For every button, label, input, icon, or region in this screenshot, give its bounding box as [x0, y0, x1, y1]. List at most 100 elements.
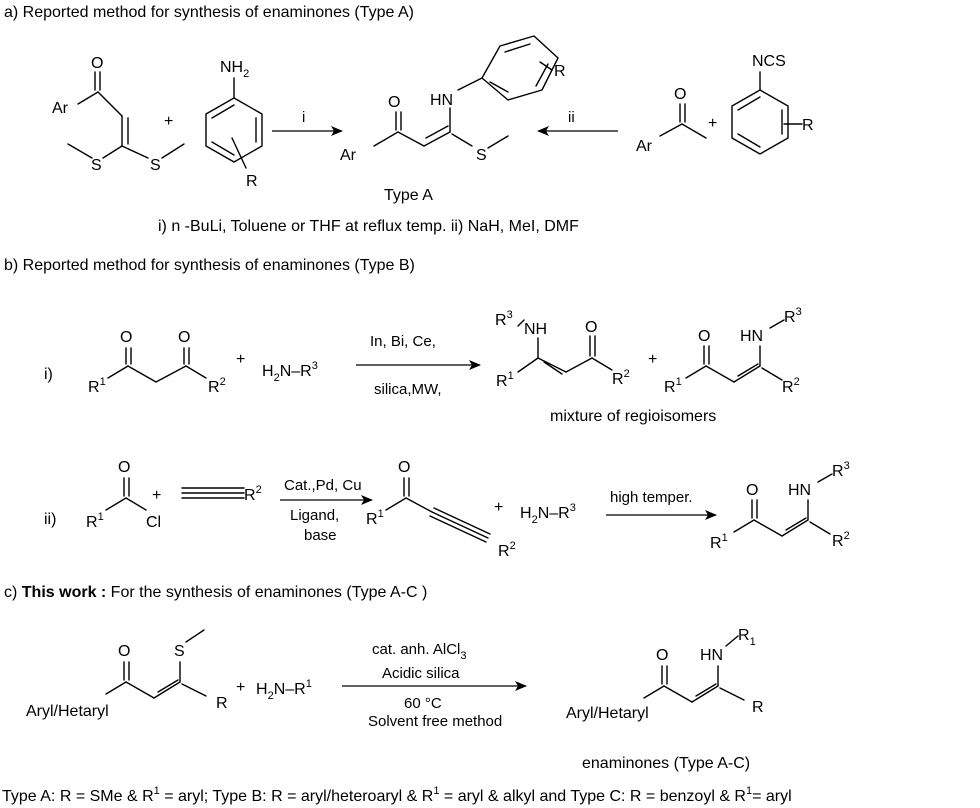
atom-s: S [150, 157, 161, 174]
product-label-type-ac: enaminones (Type A-C) [582, 755, 750, 772]
atom-hn: HN [430, 92, 453, 109]
ketene-dithioacetal: O Ar S S [52, 55, 185, 174]
atom-o: O [120, 329, 132, 346]
atom-ar: Ar [340, 147, 357, 164]
cond-i-bottom: silica,MW, [374, 381, 442, 398]
atom-o: O [698, 328, 710, 345]
group-r2: R2 [832, 530, 850, 550]
atom-o: O [118, 459, 130, 476]
plus-sign: + [494, 499, 503, 516]
atom-o: O [388, 94, 400, 111]
plus-sign: + [648, 351, 657, 368]
atom-o: O [746, 482, 758, 499]
cond-ii-mid: Ligand, [290, 507, 339, 524]
group-r2: R2 [498, 540, 516, 560]
group-r1: R1 [738, 627, 756, 648]
cond-solvent-free: Solvent free method [368, 713, 502, 730]
cond-ii-top: Cat.,Pd, Cu [284, 477, 362, 494]
atom-o: O [118, 643, 130, 660]
footer-definitions: Type A: R = SMe & R1 = aryl; Type B: R =… [2, 785, 792, 805]
atom-o: O [178, 329, 190, 346]
group-r2: R2 [244, 484, 262, 504]
atom-s: S [476, 147, 487, 164]
atom-nh: NH [524, 321, 547, 338]
amine-h2n-r1: H2N–R1 [256, 678, 312, 702]
group-r1: R1 [366, 508, 384, 528]
plus-sign: + [236, 679, 245, 696]
section-b: b) Reported method for synthesis of enam… [4, 257, 850, 560]
aryl-isothiocyanate: NCS R [731, 53, 814, 155]
cond-acidic-silica: Acidic silica [382, 665, 460, 682]
section-a-conditions: i) n -BuLi, Toluene or THF at reflux tem… [158, 218, 579, 235]
aryl-hetaryl-label: Aryl/Hetaryl [26, 703, 109, 720]
group-r1: R1 [86, 511, 104, 531]
ynone: O R1 R2 [366, 459, 516, 560]
section-a: a) Reported method for synthesis of enam… [4, 4, 814, 235]
plus-sign: + [708, 115, 717, 132]
cond-ii-bottom: base [304, 527, 337, 544]
cond-temperature: 60 °C [404, 695, 442, 712]
cond-alcl3: cat. anh. AlCl3 [372, 641, 467, 662]
group-r3: R3 [832, 460, 850, 480]
route-label-ii: ii) [44, 511, 56, 528]
atom-hn: HN [700, 647, 723, 664]
arrow-label-i: i [302, 109, 305, 126]
atom-o: O [91, 55, 103, 72]
atom-r: R [554, 63, 566, 80]
enaminone-product-b: O HN R3 R1 R2 [710, 460, 850, 552]
atom-s: S [174, 643, 185, 660]
aryl-hetaryl-label: Aryl/Hetaryl [566, 705, 649, 722]
section-c: c) This work : For the synthesis of enam… [4, 584, 764, 772]
atom-ar: Ar [52, 100, 69, 117]
amine-h2n-r3: H2N–R3 [520, 502, 576, 526]
atom-hn: HN [788, 482, 811, 499]
arrow-label-ii: ii [568, 109, 575, 126]
section-c-heading: c) This work : For the synthesis of enam… [4, 584, 427, 601]
product-label-type-a: Type A [384, 187, 433, 204]
cond-i-top: In, Bi, Ce, [370, 333, 436, 350]
1-3-diketone: O O R1 R2 [88, 329, 226, 396]
group-r2: R2 [208, 376, 226, 396]
atom-nh2: NH2 [220, 59, 249, 80]
atom-o: O [656, 647, 668, 664]
group-r2: R2 [612, 368, 630, 388]
plus-sign: + [152, 487, 161, 504]
aryl-methyl-ketone: O Ar [636, 86, 707, 155]
enaminone-product-c: O HN R1 Aryl/Hetaryl R [566, 627, 764, 722]
atom-cl: Cl [146, 514, 161, 531]
group-r: R [216, 695, 228, 712]
amine-h2n-r3: H2N–R3 [262, 360, 318, 384]
group-r1: R1 [496, 370, 514, 390]
section-a-heading: a) Reported method for synthesis of enam… [4, 4, 414, 21]
atom-o: O [674, 86, 686, 103]
atom-o: O [398, 459, 410, 476]
atom-r: R [246, 173, 258, 190]
acid-chloride: O R1 Cl [86, 459, 161, 531]
mixture-label: mixture of regioisomers [550, 408, 716, 425]
atom-r: R [802, 117, 814, 134]
atom-hn: HN [740, 328, 763, 345]
atom-ncs: NCS [752, 53, 786, 70]
plus-sign: + [236, 351, 245, 368]
atom-s: S [91, 157, 102, 174]
group-r1: R1 [710, 532, 728, 552]
group-r3: R3 [784, 306, 802, 326]
atom-ar: Ar [636, 138, 653, 155]
product-type-a: O Ar S HN R Type A [340, 35, 566, 204]
plus-sign: + [164, 113, 173, 130]
route-label-i: i) [44, 366, 53, 383]
cond-ii-heat: high temper. [610, 489, 693, 506]
atom-o: O [585, 319, 597, 336]
regioisomer-2: O HN R3 R1 R2 [664, 306, 802, 396]
terminal-alkyne: R2 [181, 484, 262, 504]
group-r1: R1 [664, 376, 682, 396]
regioisomer-1: R3 NH O R1 R2 [495, 309, 630, 390]
section-b-heading: b) Reported method for synthesis of enam… [4, 257, 415, 274]
group-r2: R2 [782, 376, 800, 396]
alpha-oxoketene-dithioacetal: O S Aryl/Hetaryl R [26, 629, 228, 720]
aniline: NH2 R [205, 59, 263, 190]
group-r: R [752, 699, 764, 716]
group-r1: R1 [88, 376, 106, 396]
group-r3: R3 [495, 309, 513, 329]
